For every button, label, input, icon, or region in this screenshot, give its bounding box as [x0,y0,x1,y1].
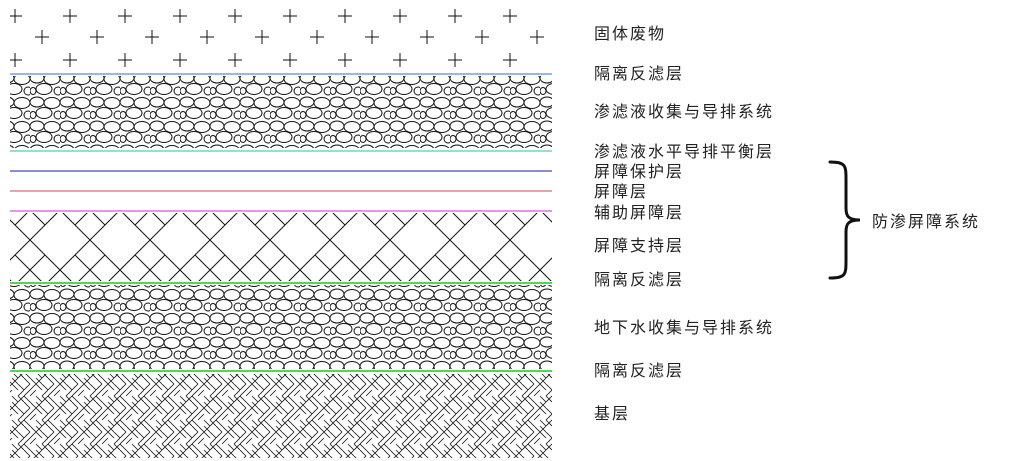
label-base: 基层 [594,404,631,423]
right-brace-icon [828,160,861,280]
label-barrier: 屏障层 [594,182,649,201]
label-filter-3: 隔离反滤层 [594,361,685,380]
solid-waste-layer [10,6,552,72]
label-filter-1: 隔离反滤层 [594,64,685,83]
label-barrier-protection: 屏障保护层 [594,162,685,181]
landfill-cross-section [10,6,552,458]
leachate-gravel-layer [10,76,552,148]
label-groundwater-collection: 地下水收集与导排系统 [594,318,775,337]
barrier-system-label: 防渗屏障系统 [872,212,981,231]
base-layer [10,374,552,458]
label-filter-2: 隔离反滤层 [594,270,685,289]
label-solid-waste: 固体废物 [594,24,667,43]
label-aux-barrier: 辅助屏障层 [594,203,685,222]
groundwater-gravel-layer [10,285,552,369]
barrier-support-layer [10,213,552,281]
label-barrier-support: 屏障支持层 [594,236,685,255]
label-leachate-horizontal: 渗滤液水平导排平衡层 [594,142,775,161]
label-leachate-collection: 渗滤液收集与导排系统 [594,102,775,121]
